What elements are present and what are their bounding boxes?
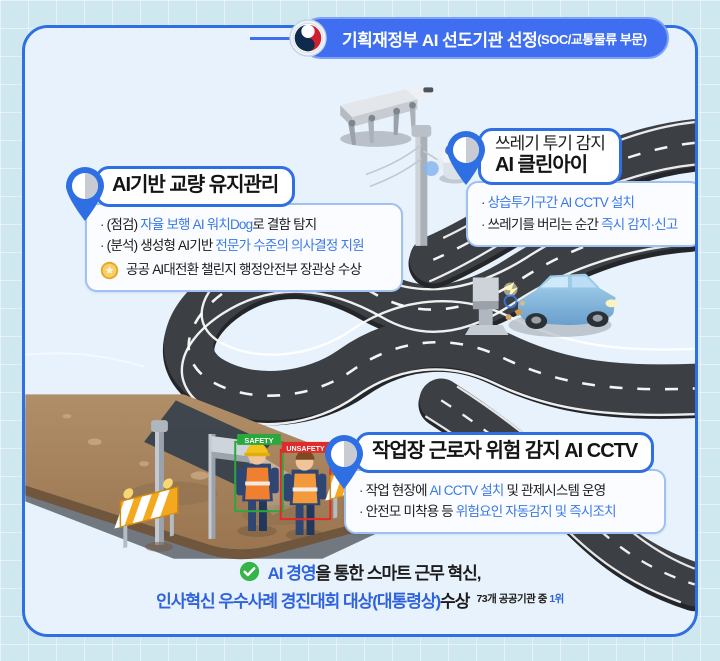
item-text-plain-2: 및 관제시스템 운영 [503,482,606,498]
item-text-plain: 작업 현장에 [365,482,430,498]
item-text-plain: 안전모 미착용 등 [365,504,456,520]
footer-rest-2: 수상 [440,592,470,611]
callout-item: · 안전모 미착용 등 위험요인 자동감지 및 즉시조치 [359,501,650,523]
isometric-scene-illustration: SAFETY UNSAFETY [25,28,695,634]
header-title-pill: 기획재정부 AI 선도기관 선정(SOC/교통물류 부문) [300,17,669,59]
map-pin-icon [63,166,107,222]
header-subtitle: (SOC/교통물류 부문) [537,31,647,47]
footer-accent-2: 인사혁신 우수사례 경진대회 대상(대통령상) [156,592,441,611]
bullet: · [481,216,485,232]
award-text: 공공 AI대전환 챌린지 행정안전부 장관상 수상 [126,262,362,278]
item-text-highlight: 자율 보행 AI 워치Dog [140,216,253,232]
blue-car [503,273,618,337]
footer-note-prefix: 73개 공공기관 중 [476,592,550,605]
bullet: · [100,238,104,254]
footer-line-2: 인사혁신 우수사례 경진대회 대상(대통령상)수상 73개 공공기관 중 1위 [25,584,695,612]
item-text-plain-2: 로 결함 탐지 [252,216,317,232]
map-pin-icon [322,434,366,490]
callout-title: 작업장 근로자 위험 감지 AI CCTV [372,440,638,462]
callout-award-line: 공공 AI대전환 챌린지 행정안전부 장관상 수상 [100,259,387,281]
item-text-highlight: 전문가 수준의 의사결정 지원 [215,238,364,254]
thrown-trash [505,300,525,321]
callout-title-box: 작업장 근로자 위험 감지 AI CCTV [355,432,655,473]
detection-box-safety: SAFETY [234,433,284,513]
callout-item: · (점검) 자율 보행 AI 워치Dog로 결함 탐지 [100,214,387,236]
korea-government-taegeuk-emblem [289,19,327,57]
callout-item: · 쓰레기를 버리는 순간 즉시 감지·신고 [481,214,686,236]
callout-title-subline: 쓰레기 투기 감지 [495,134,606,153]
green-check-badge-icon [239,561,260,582]
svg-text:UNSAFETY: UNSAFETY [286,445,325,453]
footer-text-1: AI 경영을 통한 스마트 근무 혁신, [267,559,482,584]
callout-item: · (분석) 생성형 AI기반 전문가 수준의 의사결정 지원 [100,235,387,257]
callout-title: AI 클린아이 [495,154,588,177]
callout-body-box: · 작업 현장에 AI CCTV 설치 및 관제시스템 운영 · 안전모 미착용… [344,468,666,535]
bullet: · [359,504,363,520]
callout-worker-risk-cctv: 작업장 근로자 위험 감지 AI CCTV · 작업 현장에 AI CCTV 설… [322,432,666,535]
callout-title: AI기반 교량 유지관리 [112,174,279,196]
speed-camera [464,277,519,335]
footer-rest-1: 을 통한 스마트 근무 혁신, [315,564,482,583]
camera-flash-icon [503,281,519,298]
item-text-highlight: 상습투기구간 AI CCTV 설치 [487,194,635,210]
bullet: · [481,194,485,210]
road-markings-left [25,352,145,368]
item-text-highlight: AI CCTV 설치 [429,482,505,498]
svg-text:SAFETY: SAFETY [244,436,273,445]
map-pin-icon [444,130,488,186]
footer-note: 73개 공공기관 중 1위 [476,591,564,606]
item-text-highlight: 즉시 감지·신고 [601,216,678,232]
header-title: 기획재정부 AI 선도기관 선정 [342,30,538,50]
item-text-plain: (점검) [106,216,141,232]
footer-text-2: 인사혁신 우수사례 경진대회 대상(대통령상)수상 [156,587,470,612]
item-text-highlight: 위험요인 자동감지 및 즉시조치 [455,504,617,520]
item-text-plain: 쓰레기를 버리는 순간 [487,216,602,232]
callout-item: · 상습투기구간 AI CCTV 설치 [481,192,686,214]
callout-body-box: · 상습투기구간 AI CCTV 설치 · 쓰레기를 버리는 순간 즉시 감지·… [466,180,695,247]
infographic-panel: SAFETY UNSAFETY [22,25,698,637]
construction-worker-safe [236,442,279,537]
robot-dog [340,85,436,147]
footer-note-rank: 1위 [549,592,564,605]
callout-title-box: 쓰레기 투기 감지 AI 클린아이 [478,128,622,185]
callout-body-box: · (점검) 자율 보행 AI 워치Dog로 결함 탐지 · (분석) 생성형 … [85,202,403,293]
bridge-underside [144,400,271,486]
street-lamp [145,420,173,552]
footer-award-statement: AI 경영을 통한 스마트 근무 혁신, 인사혁신 우수사례 경진대회 대상(대… [25,559,695,612]
bullet: · [359,482,363,498]
road-barrier-left [114,478,179,549]
award-rosette-icon [100,261,119,280]
callout-bridge-maintenance: AI기반 교량 유지관리 · (점검) 자율 보행 AI 워치Dog로 결함 탐… [63,166,403,293]
header-connector-line [250,37,322,40]
footer-accent-1: AI 경영 [267,564,316,583]
callout-title-box: AI기반 교량 유지관리 [95,166,296,207]
footer-line-1: AI 경영을 통한 스마트 근무 혁신, [25,559,695,584]
bullet: · [100,216,104,232]
item-text-plain: (분석) 생성형 AI기반 [106,238,216,254]
callout-item: · 작업 현장에 AI CCTV 설치 및 관제시스템 운영 [359,480,650,502]
callout-ai-clean-eye: 쓰레기 투기 감지 AI 클린아이 · 상습투기구간 AI CCTV 설치 · … [444,128,695,247]
